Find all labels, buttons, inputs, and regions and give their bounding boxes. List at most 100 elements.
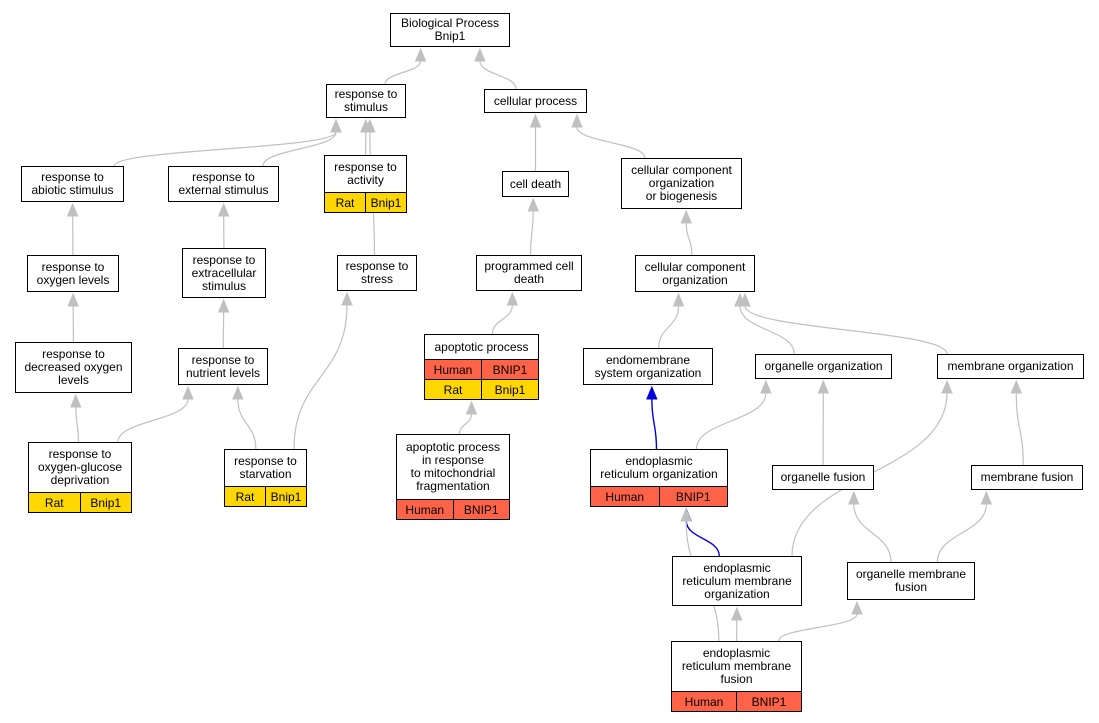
node-label-line: programmed cell <box>484 259 574 273</box>
node-label-line: decreased oxygen <box>24 360 123 374</box>
edge-arrowhead <box>232 385 244 400</box>
annotation-row-rat: Rat Bnip1 <box>325 192 406 212</box>
annotation-row-human: Human BNIP1 <box>591 486 727 506</box>
node-membrane-organization[interactable]: membrane organization <box>937 354 1084 379</box>
edge-arrowhead <box>330 118 342 133</box>
node-label-line: organization <box>648 176 715 190</box>
node-label-line: reticulum organization <box>600 467 718 481</box>
edge-arrowhead <box>980 490 993 505</box>
node-label-line: endoplasmic <box>625 454 693 468</box>
edge-apmf-to-ap <box>458 413 473 435</box>
gene-cell: Bnip1 <box>79 493 132 512</box>
edge-ermo-to-ero <box>685 520 720 557</box>
node-organelle-fusion[interactable]: organelle fusion <box>772 465 874 490</box>
edge-ccob-to-cp <box>576 126 646 159</box>
node-label-line: response to <box>41 170 104 184</box>
edge-rogd-to-rnl <box>117 398 189 443</box>
species-cell: Human <box>605 489 645 504</box>
node-label-line: oxygen levels <box>36 272 110 287</box>
node-label-line: cellular component <box>644 259 746 274</box>
node-label-line: stress <box>360 272 393 286</box>
edge-oo-to-cco <box>739 305 795 355</box>
edge-arrowhead <box>474 47 486 62</box>
node-organelle-organization[interactable]: organelle organization <box>755 354 892 379</box>
node-membrane-fusion[interactable]: membrane fusion <box>971 465 1083 490</box>
node-label-line: membrane fusion <box>980 470 1074 484</box>
node-label-line: or biogenesis <box>645 189 718 203</box>
edge-ermf-to-omf <box>778 613 858 642</box>
edge-rstv-to-rtst <box>293 304 348 450</box>
edge-ras-to-rts <box>113 131 337 167</box>
gene-cell: Bnip1 <box>365 193 406 212</box>
gene-cell: BNIP1 <box>452 500 510 519</box>
edge-ero-to-eso <box>651 398 658 450</box>
edge-res-to-rts <box>262 131 337 167</box>
node-label-line: membrane organization <box>947 359 1074 373</box>
node-label-line: Bnip1 <box>434 29 466 43</box>
edge-arrowhead <box>506 291 519 306</box>
node-label-line: response to <box>192 252 256 267</box>
edge-rts-to-bp <box>384 60 422 85</box>
node-label-line: stimulus <box>343 100 388 114</box>
edge-omf-to-of <box>853 503 892 563</box>
node-label-line: organelle fusion <box>780 470 866 484</box>
species-cell: Rat <box>335 195 355 210</box>
node-label-line: response to <box>334 87 398 101</box>
edge-arrowhead <box>941 379 953 394</box>
annotation-row-rat: Rat Bnip1 <box>425 379 538 399</box>
edge-arrowhead <box>70 393 82 408</box>
species-cell: Rat <box>235 489 255 504</box>
edge-pcd-to-cd <box>529 210 534 256</box>
node-label-line: nutrient levels <box>185 365 261 380</box>
node-label-line: death <box>513 272 545 286</box>
node-cell-death[interactable]: cell death <box>502 171 569 197</box>
edge-ero-to-oo <box>695 392 767 450</box>
node-label-line: extracellular <box>191 265 257 280</box>
edge-arrowhead <box>571 113 583 128</box>
node-label-line: organization <box>704 586 770 601</box>
node-cellular-process[interactable]: cellular process <box>484 89 587 113</box>
edge-cco-to-ccob <box>685 222 693 256</box>
node-label-line: Biological Process <box>400 16 500 30</box>
edge-arrowhead <box>672 292 685 307</box>
gene-cell: BNIP1 <box>658 487 728 506</box>
node-label-line: fragmentation <box>416 479 490 493</box>
node-label-line: response to <box>334 160 397 174</box>
node-label-line: endoplasmic <box>702 646 771 660</box>
species-cell: Human <box>433 362 473 377</box>
node-label-line: abiotic stimulus <box>31 183 114 197</box>
edge-arrowhead <box>848 490 860 505</box>
edge-arrowhead <box>646 385 658 400</box>
gene-cell: Bnip1 <box>481 380 538 399</box>
node-label-line: organelle organization <box>764 359 883 373</box>
node-label-line: reticulum membrane <box>681 659 792 673</box>
species-cell: Rat <box>443 382 463 397</box>
